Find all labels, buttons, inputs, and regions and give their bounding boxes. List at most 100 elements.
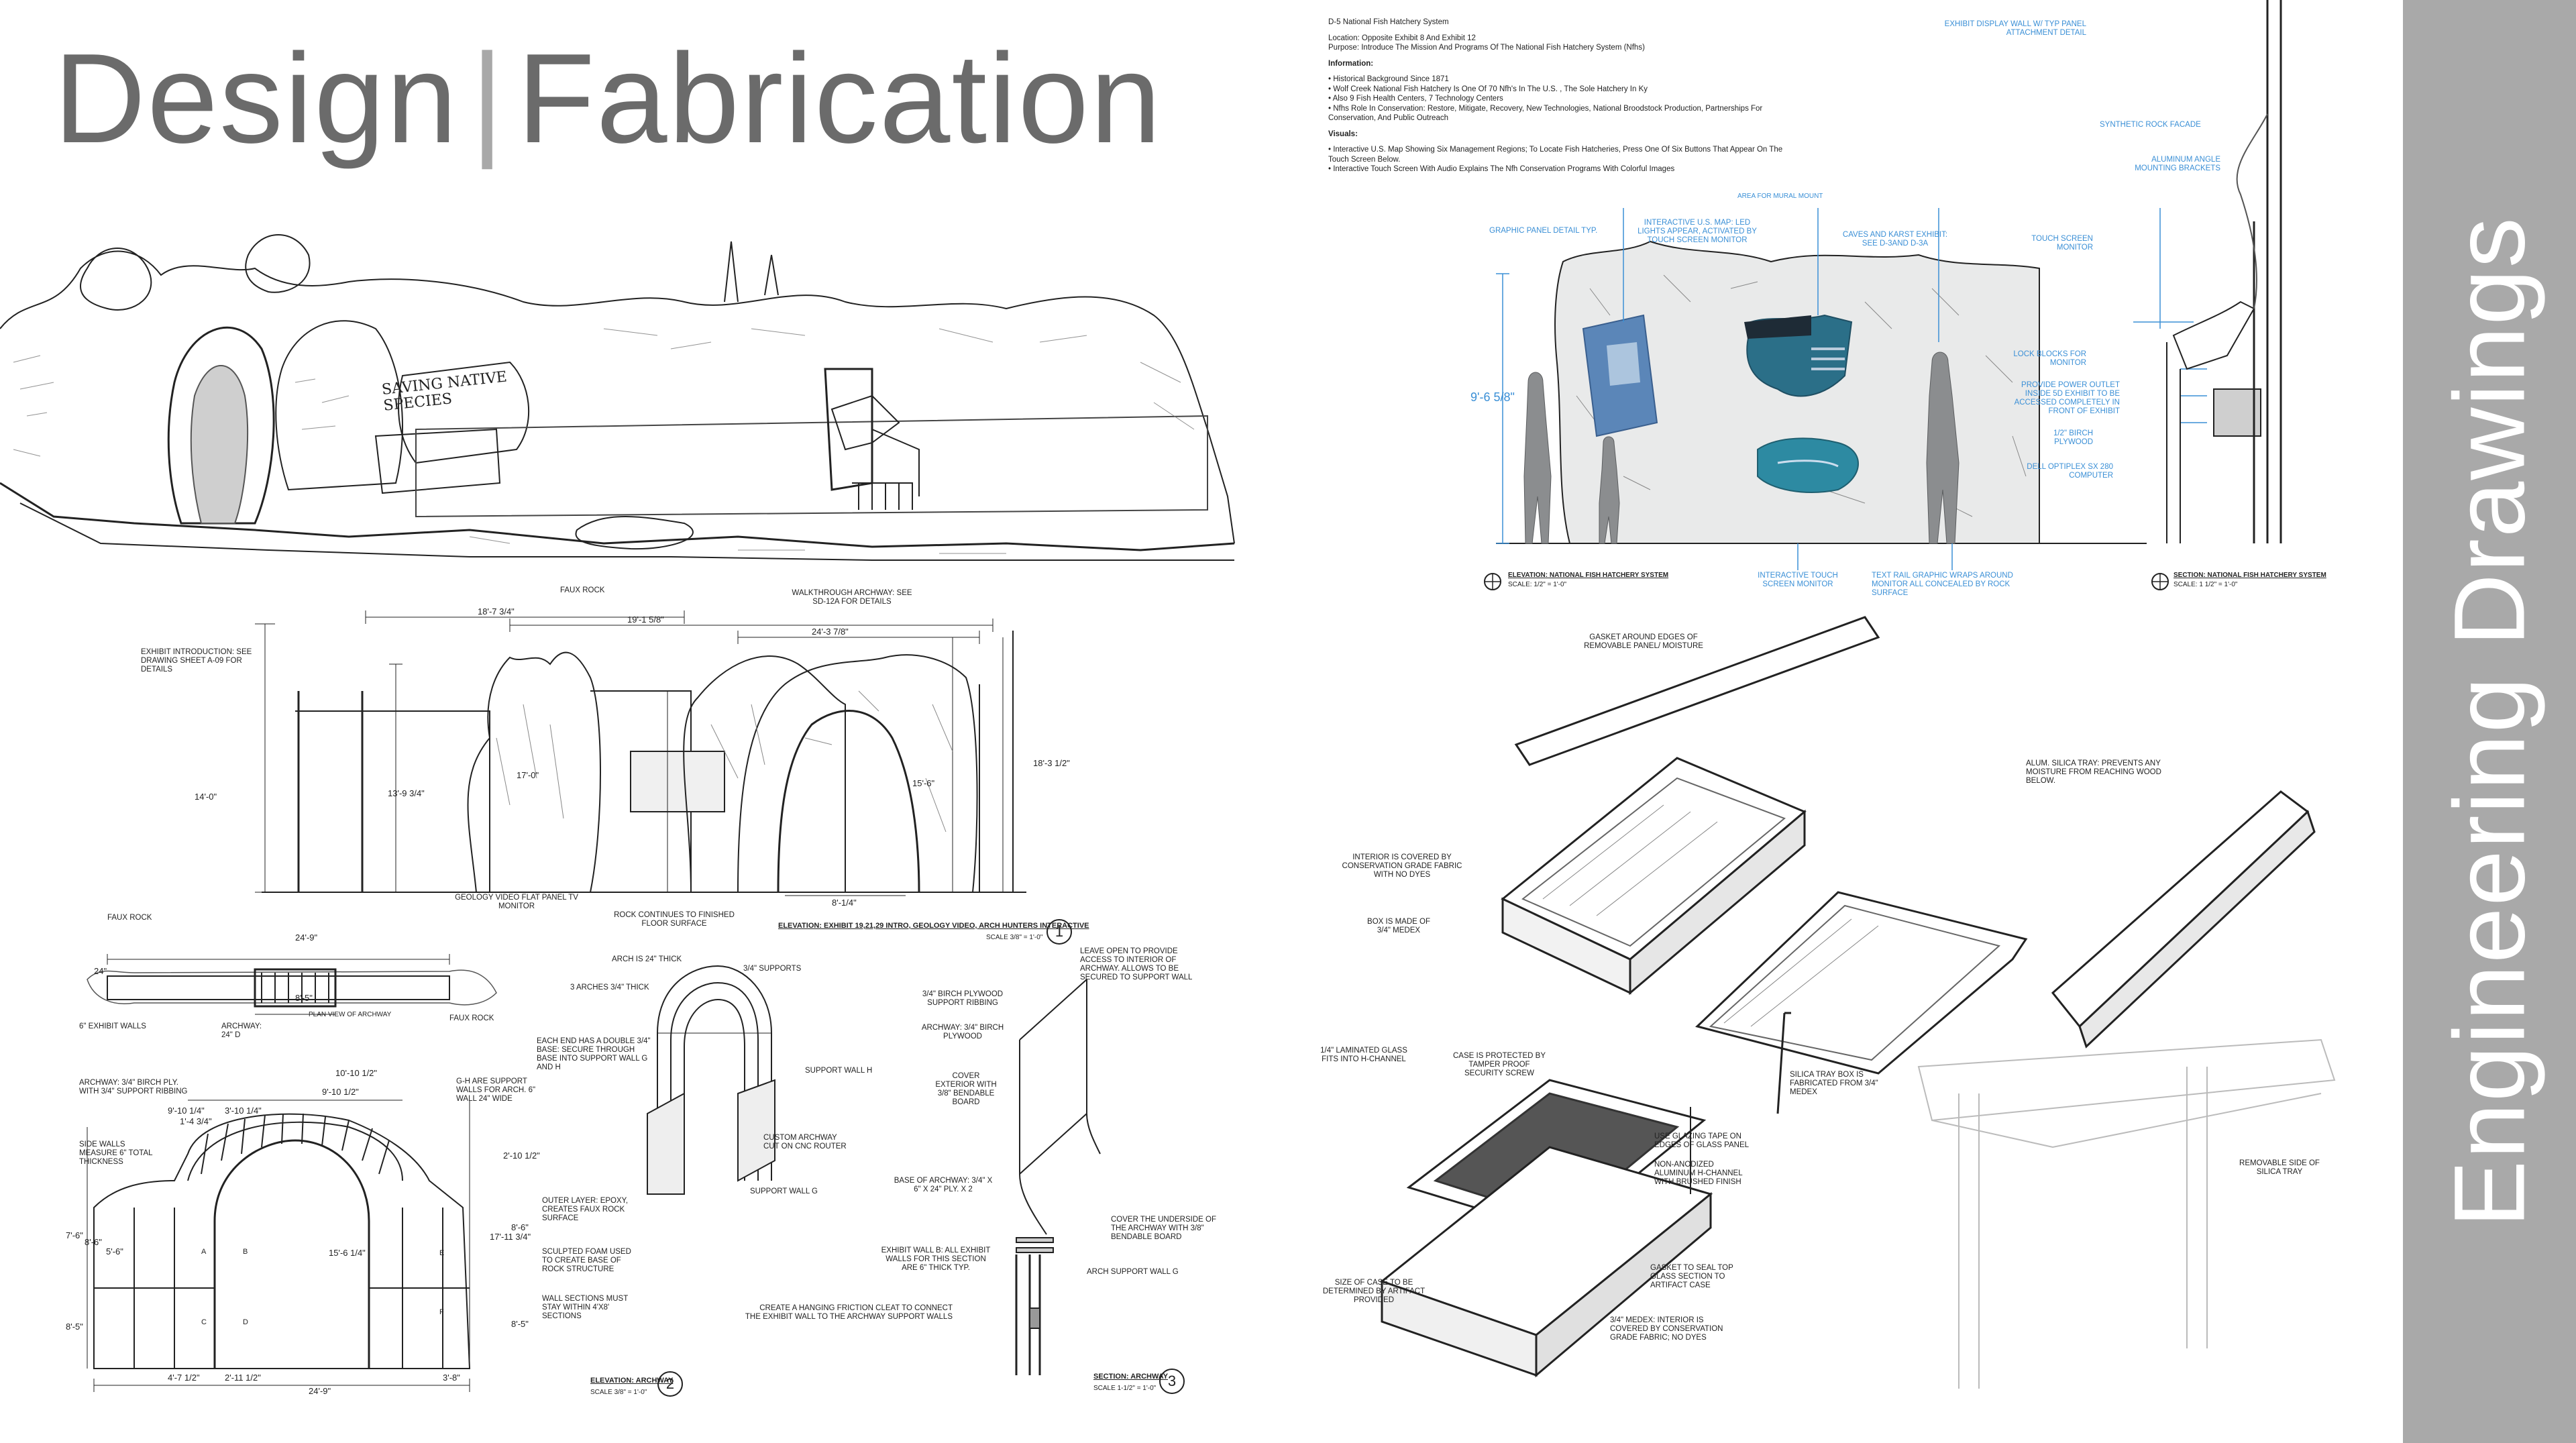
section-marker-icon — [2151, 573, 2169, 590]
elevation-1-number: 1 — [1046, 919, 1072, 945]
interactive-touch-label: INTERACTIVE TOUCH SCREEN MONITOR — [1758, 572, 1838, 588]
exhibit-display-wall-label: EXHIBIT DISPLAY WALL W/ TYP PANEL ATTACH… — [1944, 20, 2086, 37]
aluminum-brackets-label: ALUMINUM ANGLE MOUNTING BRACKETS — [2135, 156, 2220, 172]
arch-dim-e: 2'-10 1/2" — [503, 1151, 540, 1161]
monitor-panel-shape — [1757, 437, 1859, 493]
arch-dim-top: 10'-10 1/2" — [335, 1068, 378, 1078]
dim-d4: 14'-0" — [195, 792, 217, 802]
panel-letter-e: E — [439, 1249, 445, 1257]
arch-dim-l: 8'-5" — [511, 1319, 529, 1329]
wall-sections-label: WALL SECTIONS MUST STAY WITHIN 4'X8' SEC… — [542, 1295, 629, 1320]
arch-dim-k: 8'-6" — [511, 1222, 529, 1232]
birch-ribbing-label: 3/4" BIRCH PLYWOOD SUPPORT RIBBING — [922, 990, 1004, 1007]
sculpted-foam-label: SCULPTED FOAM USED TO CREATE BASE OF ROC… — [542, 1248, 631, 1273]
cover-underside-label: COVER THE UNDERSIDE OF THE ARCHWAY WITH … — [1111, 1216, 1216, 1241]
info-information-label: Information: — [1328, 59, 1374, 68]
info-heading: D-5 National Fish Hatchery System — [1328, 18, 1449, 26]
gasket-around-label: GASKET AROUND EDGES OF REMOVABLE PANEL/ … — [1584, 633, 1703, 650]
title-separator: | — [470, 28, 505, 170]
caves-karst-label: CAVES AND KARST EXHIBIT: SEE D-3AND D-3A — [1842, 231, 1948, 248]
arch-dim-f: 7'-6" — [66, 1230, 83, 1240]
silhouette-child — [1599, 436, 1620, 544]
rock-continues-label: ROCK CONTINUES TO FINISHED FLOOR SURFACE — [614, 911, 735, 928]
gasket-seal-label: GASKET TO SEAL TOP GLASS SECTION TO ARTI… — [1650, 1264, 1733, 1289]
info-visuals-list: • Interactive U.S. Map Showing Six Manag… — [1328, 145, 1784, 174]
section-3-number: 3 — [1159, 1369, 1185, 1394]
geology-video-label: GEOLOGY VIDEO FLAT PANEL TV MONITOR — [455, 894, 578, 910]
text-rail-label: TEXT RAIL GRAPHIC WRAPS AROUND MONITOR A… — [1872, 572, 2013, 597]
dim-d8: 18'-3 1/2" — [1033, 758, 1070, 768]
interior-covered-label: INTERIOR IS COVERED BY CONSERVATION GRAD… — [1342, 853, 1462, 879]
exhibit-intro-label: EXHIBIT INTRODUCTION: SEE DRAWING SHEET … — [141, 648, 252, 674]
birch-plywood-label: 1/2" BIRCH PLYWOOD — [2053, 429, 2093, 446]
plan-view-drawing — [87, 954, 497, 1015]
arch-dim-c: 3'-10 1/4" — [225, 1106, 262, 1116]
elevation-marker-icon — [1484, 573, 1501, 590]
panel-letter-b: B — [243, 1248, 248, 1256]
arch-dim-q: 8'-5" — [66, 1322, 83, 1332]
non-anodized-label: NON-ANODIZED ALUMINUM H-CHANNEL WITH BRU… — [1654, 1161, 1743, 1186]
silhouette-adult — [1523, 372, 1552, 544]
custom-arch-label: CUSTOM ARCHWAY CUT ON CNC ROUTER — [763, 1134, 847, 1151]
height-dim: 9'-6 5/8" — [1470, 390, 1515, 404]
walkthrough-label: WALKTHROUGH ARCHWAY: SEE SD-12A FOR DETA… — [792, 589, 912, 606]
elevation-2-title: ELEVATION: ARCHWAY — [590, 1377, 674, 1385]
info-item: • Nfhs Role In Conservation: Restore, Mi… — [1328, 104, 1763, 123]
exhibit-wall-label: EXHIBIT WALL B: ALL EXHIBIT WALLS FOR TH… — [881, 1246, 991, 1272]
support-g-label: SUPPORT WALL G — [750, 1187, 818, 1195]
faux-rock-label: FAUX ROCK — [560, 586, 605, 594]
info-visuals-label: Visuals: — [1328, 129, 1358, 138]
support-h-label: SUPPORT WALL H — [805, 1067, 873, 1075]
section-nfh-scale: SCALE: 1 1/2" = 1'-0" — [2174, 581, 2238, 588]
g-h-label: G-H ARE SUPPORT WALLS FOR ARCH. 6" WALL … — [456, 1077, 536, 1103]
dim-d3: 24'-3 7/8" — [812, 627, 849, 637]
dim-d9: 8'-1/4" — [832, 898, 857, 908]
section-nfh-title: SECTION: NATIONAL FISH HATCHERY SYSTEM — [2174, 572, 2326, 579]
side-walls-label: SIDE WALLS MEASURE 6" TOTAL THICKNESS — [79, 1140, 153, 1166]
info-location: Location: Opposite Exhibit 8 And Exhibit… — [1328, 34, 1476, 42]
plan-view-title: PLAN VIEW OF ARCHWAY — [309, 1011, 392, 1018]
alum-silica-label: ALUM. SILICA TRAY: PREVENTS ANY MOISTURE… — [2026, 759, 2161, 785]
info-block: D-5 National Fish Hatchery System Locati… — [1328, 17, 1784, 174]
sidebar-label-text: Engineering Drawings — [2432, 215, 2546, 1228]
elevation-2-drawing — [87, 1100, 471, 1392]
silhouette-adult-2 — [1926, 352, 1960, 544]
base-archway-label: BASE OF ARCHWAY: 3/4" X 6" X 24" PLY. X … — [894, 1177, 993, 1193]
removable-side-label: REMOVABLE SIDE OF SILICA TRAY — [2239, 1159, 2320, 1176]
arch-dim-d: 1'-4 3/4" — [180, 1116, 212, 1126]
plan-walls-label: 6" EXHIBIT WALLS — [79, 1022, 146, 1030]
info-purpose: Purpose: Introduce The Mission And Progr… — [1328, 44, 1645, 52]
visual-item: • Interactive U.S. Map Showing Six Manag… — [1328, 146, 1783, 164]
dim-d2: 19'-1 5/8" — [627, 614, 664, 625]
graphic-panel-label: GRAPHIC PANEL DETAIL TYP. — [1489, 227, 1598, 235]
case-protected-label: CASE IS PROTECTED BY TAMPER PROOF SECURI… — [1452, 1052, 1546, 1077]
dell-optiplex-label: DELL OPTIPLEX SX 280 COMPUTER — [2027, 463, 2113, 480]
dim-d7: 15'-6" — [912, 778, 935, 788]
elevation-1-scale: SCALE 3/8" = 1'-0" — [986, 934, 1043, 941]
glazing-tape-label: USE GLAZING TAPE ON EDGES OF GLASS PANEL — [1654, 1132, 1750, 1149]
arch-thick-label: ARCH IS 24" THICK — [612, 955, 682, 963]
plan-faux-rock-left: FAUX ROCK — [107, 914, 152, 922]
arch-iso-drawing — [647, 965, 775, 1195]
power-outlet-label: PROVIDE POWER OUTLET INSIDE 5D EXHIBIT T… — [2014, 381, 2120, 415]
elevation-1-title: ELEVATION: EXHIBIT 19,21,29 INTRO, GEOLO… — [778, 922, 1089, 930]
arch-dim-b: 9'-10 1/4" — [168, 1106, 205, 1116]
arch-dim-m: 4'-7 1/2" — [168, 1373, 200, 1383]
arch-support-g-label: ARCH SUPPORT WALL G — [1087, 1268, 1179, 1276]
arch-dim-a: 9'-10 1/2" — [322, 1087, 359, 1097]
panel-letter-f: F — [439, 1308, 444, 1316]
size-of-case-label: SIZE OF CASE TO BE DETERMINED BY ARTIFAC… — [1322, 1279, 1426, 1304]
section-3-title: SECTION: ARCHWAY — [1093, 1373, 1169, 1381]
arch-dim-g: 8'-6" — [85, 1237, 102, 1247]
arch-dim-i: 17'-11 3/4" — [490, 1232, 531, 1242]
synthetic-rock-label: SYNTHETIC ROCK FACADE — [2100, 121, 2201, 129]
title-right: Fabrication — [517, 28, 1163, 170]
plan-archway-label: ARCHWAY: 24" D — [221, 1022, 262, 1039]
arch-dim-j: 15'-6 1/4" — [329, 1248, 366, 1258]
case-iso-drawing — [1379, 616, 2336, 1389]
dim-d6: 17'-0" — [517, 770, 539, 780]
cover-exterior-label: COVER EXTERIOR WITH 3/8" BENDABLE BOARD — [935, 1072, 997, 1106]
info-item: • Historical Background Since 1871 — [1328, 75, 1449, 83]
dim-d5: 13'-9 3/4" — [388, 788, 425, 798]
leave-open-label: LEAVE OPEN TO PROVIDE ACCESS TO INTERIOR… — [1080, 947, 1193, 981]
